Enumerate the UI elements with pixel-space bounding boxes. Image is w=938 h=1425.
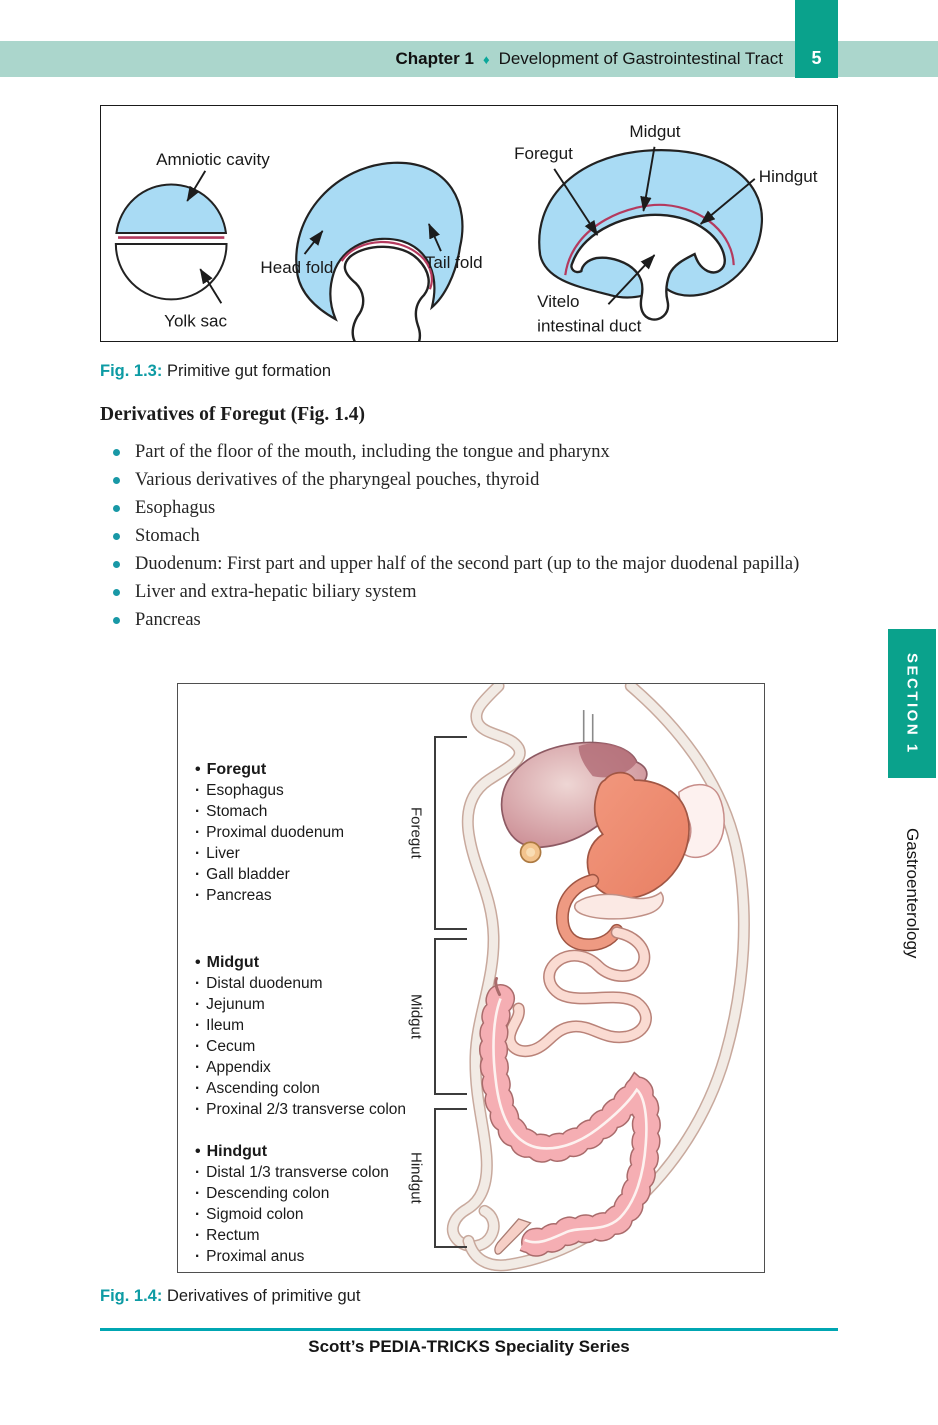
head-tail-fold-diagram: Head fold Tail fold — [260, 161, 483, 341]
list-item: Proxinal 2/3 transverse colon — [195, 1099, 406, 1120]
list-item: Ileum — [195, 1015, 406, 1036]
fig14-midgut-list: Midgut Distal duodenum Jejunum Ileum Cec… — [195, 952, 406, 1120]
section-label: SECTION 1 — [903, 652, 921, 755]
vitelo-duct-label-line1: Vitelo — [537, 292, 579, 311]
diamond-icon: ♦ — [482, 51, 490, 67]
page-number-tab: 5 — [795, 0, 838, 78]
list-item: Duodenum: First part and upper half of t… — [100, 550, 848, 578]
tail-fold-label: Tail fold — [425, 253, 483, 272]
list-item: Pancreas — [100, 606, 848, 634]
list-item: Appendix — [195, 1057, 406, 1078]
figure-1-3: Amniotic cavity Yolk sac Head fold Tail … — [100, 105, 838, 342]
midgut-bracket — [434, 938, 467, 1095]
hindgut-label: Hindgut — [759, 167, 818, 186]
list-item: Stomach — [100, 522, 848, 550]
chapter-header-bar: Chapter 1 ♦ Development of Gastrointesti… — [0, 41, 938, 77]
primitive-gut-diagram: Amniotic cavity Yolk sac Head fold Tail … — [114, 122, 818, 341]
series-title: Scott’s PEDIA-TRICKS Speciality Series — [308, 1337, 630, 1356]
amniotic-cavity-label: Amniotic cavity — [156, 150, 270, 169]
figure-1-4: Foregut Esophagus Stomach Proximal duode… — [177, 683, 765, 1273]
head-fold-label: Head fold — [260, 258, 333, 277]
fig14-hindgut-list: Hindgut Distal 1/3 transverse colon Desc… — [195, 1141, 389, 1267]
caption-text: Primitive gut formation — [166, 362, 332, 380]
list-item: Proximal anus — [195, 1246, 389, 1267]
chapter-number: Chapter 1 — [395, 49, 474, 68]
rectum-shape — [494, 1218, 532, 1255]
group-title: Hindgut — [195, 1141, 389, 1162]
group-title: Midgut — [195, 952, 406, 973]
gall-bladder-shape — [519, 841, 542, 864]
group-title: Foregut — [195, 759, 344, 780]
list-item: Various derivatives of the pharyngeal po… — [100, 466, 848, 494]
colon-shape — [479, 984, 661, 1257]
list-item: Distal duodenum — [195, 973, 406, 994]
figure-1-4-caption: Fig. 1.4: Derivatives of primitive gut — [100, 1287, 360, 1306]
small-intestine-tube — [503, 926, 652, 1058]
list-item: Part of the floor of the mouth, includin… — [100, 438, 848, 466]
list-item: Cecum — [195, 1036, 406, 1057]
liver-shape — [500, 741, 648, 849]
list-item: Gall bladder — [195, 864, 344, 885]
midgut-label: Midgut — [629, 122, 680, 141]
foregut-midgut-hindgut-diagram: Midgut Foregut Hindgut Vitelo intestinal… — [514, 122, 818, 336]
list-item: Esophagus — [195, 780, 344, 801]
foregut-bracket-label: Foregut — [407, 807, 425, 859]
figure-label: Fig. 1.4: — [100, 1287, 163, 1305]
list-item: Sigmoid colon — [195, 1204, 389, 1225]
list-item: Proximal duodenum — [195, 822, 344, 843]
amniotic-yolk-diagram: Amniotic cavity Yolk sac — [114, 150, 270, 330]
list-item: Liver — [195, 843, 344, 864]
pancreas-shape — [573, 891, 664, 920]
list-item: Liver and extra-hepatic biliary system — [100, 578, 848, 606]
appendix-shape — [494, 976, 502, 997]
specialty-label: Gastroenterology — [903, 827, 922, 959]
list-item: Distal 1/3 transverse colon — [195, 1162, 389, 1183]
stomach-shape — [586, 771, 690, 900]
list-item: Rectum — [195, 1225, 389, 1246]
figure-label: Fig. 1.3: — [100, 362, 163, 380]
section-tab: SECTION 1 — [888, 629, 936, 778]
fig14-foregut-list: Foregut Esophagus Stomach Proximal duode… — [195, 759, 344, 906]
list-item: Jejunum — [195, 994, 406, 1015]
list-item: Descending colon — [195, 1183, 389, 1204]
list-item: Pancreas — [195, 885, 344, 906]
footer-rule — [100, 1328, 838, 1331]
list-item: Stomach — [195, 801, 344, 822]
page-number: 5 — [811, 48, 822, 68]
list-item: Esophagus — [100, 494, 848, 522]
hindgut-bracket-label: Hindgut — [407, 1152, 425, 1204]
chapter-title: Development of Gastrointestinal Tract — [498, 49, 783, 68]
caption-text: Derivatives of primitive gut — [166, 1287, 361, 1305]
midgut-bracket-label: Midgut — [407, 993, 425, 1040]
vitelo-duct-label-line2: intestinal duct — [537, 316, 641, 335]
foregut-derivatives-list: Part of the floor of the mouth, includin… — [100, 438, 848, 634]
foregut-bracket — [434, 736, 467, 930]
embryo-gut-illustration — [446, 684, 750, 1272]
duodenum-tube — [555, 873, 624, 952]
hindgut-bracket — [434, 1108, 467, 1248]
figure-1-3-caption: Fig. 1.3: Primitive gut formation — [100, 362, 331, 381]
section-heading: Derivatives of Foregut (Fig. 1.4) — [100, 404, 365, 425]
list-item: Ascending colon — [195, 1078, 406, 1099]
foregut-label: Foregut — [514, 144, 573, 163]
yolk-sac-label: Yolk sac — [164, 311, 227, 330]
